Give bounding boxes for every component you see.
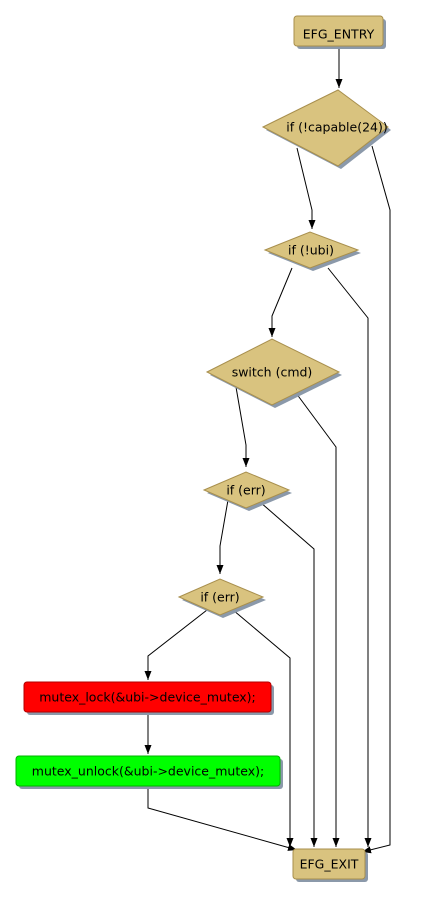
edge-unlock-to-exit xyxy=(147,786,298,851)
err-condition-2-label: if (err) xyxy=(200,590,239,605)
entry-node[interactable]: EFG_ENTRY xyxy=(293,15,386,49)
edge-err2-to-exit xyxy=(232,609,294,847)
edge-err1-to-err2 xyxy=(216,499,229,574)
mutex-lock-node[interactable]: mutex_lock(&ubi->device_mutex); xyxy=(23,681,274,715)
exit-label: EFG_EXIT xyxy=(300,857,359,872)
capable-condition-node[interactable]: if (!capable(24)) xyxy=(261,89,391,169)
mutex-unlock-node[interactable]: mutex_unlock(&ubi->device_mutex); xyxy=(15,755,283,789)
mutex-unlock-label: mutex_unlock(&ubi->device_mutex); xyxy=(32,764,264,779)
edge-switch-to-exit xyxy=(295,392,340,847)
edge-switch-to-err1 xyxy=(235,386,250,467)
edge-ubi-to-switch xyxy=(268,267,293,337)
edge-err1-to-exit xyxy=(259,501,318,847)
edge-capable-to-exit xyxy=(361,145,391,854)
capable-condition-label: if (!capable(24)) xyxy=(286,120,388,135)
err-condition-2-node[interactable]: if (err) xyxy=(177,578,266,618)
exit-node[interactable]: EFG_EXIT xyxy=(292,848,368,882)
ubi-condition-label: if (!ubi) xyxy=(288,243,334,258)
edge-ubi-to-exit xyxy=(327,267,372,847)
err-condition-1-label: if (err) xyxy=(226,483,265,498)
mutex-lock-label: mutex_lock(&ubi->device_mutex); xyxy=(39,690,256,705)
ubi-condition-node[interactable]: if (!ubi) xyxy=(263,231,361,271)
entry-label: EFG_ENTRY xyxy=(303,27,375,42)
switch-cmd-node[interactable]: switch (cmd) xyxy=(205,338,342,408)
edge-capable-to-ubi xyxy=(296,147,316,229)
switch-cmd-label: switch (cmd) xyxy=(232,365,313,380)
edges xyxy=(144,46,391,854)
edge-err2-to-lock xyxy=(144,609,208,680)
err-condition-1-node[interactable]: if (err) xyxy=(202,471,292,511)
